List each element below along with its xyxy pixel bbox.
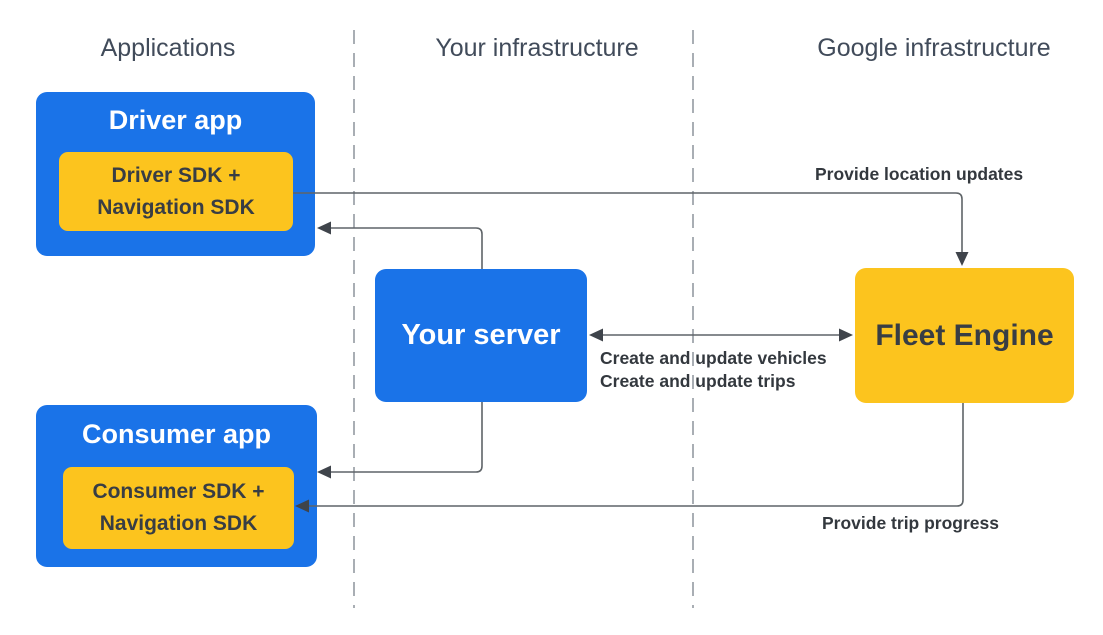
arrow-trip-progress — [295, 403, 964, 513]
edge-label-create-vehicles: Create and update vehicles — [600, 348, 827, 368]
consumer-sdk-label-line2: Navigation SDK — [99, 512, 258, 535]
consumer-app-label: Consumer app — [81, 419, 272, 449]
arrow-server-to-driver-app — [317, 221, 483, 269]
consumer-app-box: Consumer app Consumer SDK + Navigation S… — [36, 405, 317, 567]
column-header-your-infrastructure: Your infrastructure — [435, 34, 639, 62]
column-header-applications: Applications — [100, 34, 236, 62]
arrow-server-fleet-engine-bidirectional — [589, 328, 853, 342]
arrowhead-right-into-fleet-engine — [839, 328, 853, 342]
edge-label-create-trips: Create and update trips — [600, 371, 796, 391]
consumer-sdk-label-line1: Consumer SDK + — [92, 480, 265, 503]
driver-sdk-label-line1: Driver SDK + — [111, 163, 241, 187]
your-server-label: Your server — [401, 319, 561, 351]
arrowhead-left-into-your-server — [589, 328, 603, 342]
driver-app-label: Driver app — [108, 105, 243, 135]
consumer-sdk-box: Consumer SDK + Navigation SDK — [63, 467, 294, 549]
driver-sdk-box: Driver SDK + Navigation SDK — [59, 152, 293, 231]
driver-sdk-label-line2: Navigation SDK — [97, 195, 255, 219]
fleet-engine-box: Fleet Engine — [855, 268, 1074, 403]
arrow-server-to-consumer-app — [317, 402, 483, 479]
edge-label-trip-progress: Provide trip progress — [822, 513, 999, 533]
column-header-google-infrastructure: Google infrastructure — [817, 34, 1051, 62]
arrowhead-left-into-consumer-app — [317, 465, 331, 479]
arrowhead-down-into-fleet-engine — [955, 252, 969, 266]
arrow-location-updates — [293, 192, 969, 266]
your-server-box: Your server — [375, 269, 587, 402]
fleet-engine-label: Fleet Engine — [875, 318, 1054, 352]
arrowhead-left-into-driver-app — [317, 221, 331, 235]
driver-app-box: Driver app Driver SDK + Navigation SDK — [36, 92, 315, 256]
edge-label-location-updates: Provide location updates — [815, 164, 1024, 184]
